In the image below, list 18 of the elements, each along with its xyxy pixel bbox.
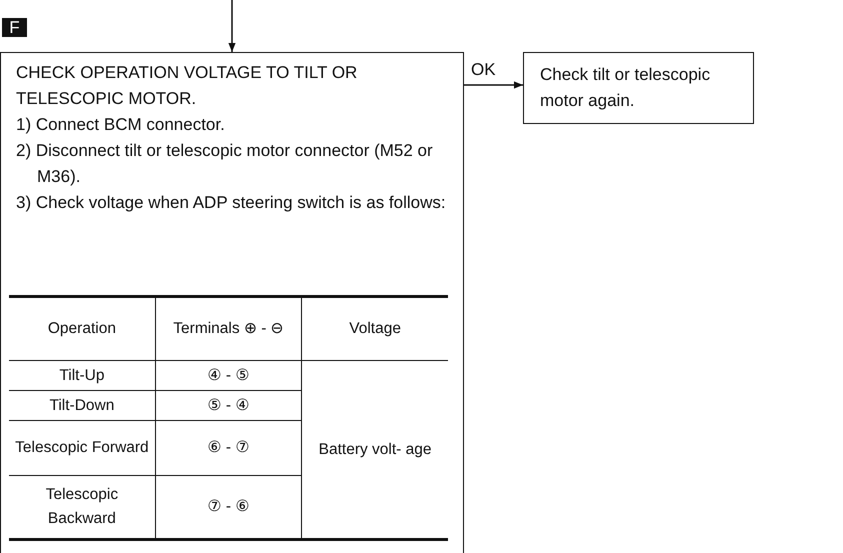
step-heading: Check tilt or telescopic motor again.: [540, 64, 712, 112]
table-cell: Telescopic Forward: [9, 420, 156, 476]
instruction-step: 3) Check voltage when ADP steering switch is as follows:: [16, 190, 449, 216]
step-marker: F: [2, 18, 27, 37]
table-cell: Telescopic Backward: [9, 476, 156, 540]
step-heading: CHECK OPERATION VOLTAGE TO TILT OR TELESCOPIC MOTOR.: [16, 62, 358, 110]
instruction-step: 2) Disconnect tilt or telescopic motor connector (M52 or M36).: [16, 138, 449, 190]
table-cell: Operation: [9, 296, 156, 360]
table-cell: Tilt-Down: [9, 390, 156, 420]
process-box: [0, 52, 464, 553]
table-cell: Voltage: [302, 296, 448, 360]
arrow: [464, 81, 523, 89]
table-cell: Terminals ⊕ - ⊖: [155, 296, 302, 360]
table-cell: Tilt-Up: [9, 360, 156, 390]
arrow: [228, 0, 236, 52]
instruction-step: 1) Connect BCM connector.: [16, 112, 449, 138]
table-cell: ④ - ⑤: [155, 360, 302, 390]
process-box: [523, 52, 754, 124]
